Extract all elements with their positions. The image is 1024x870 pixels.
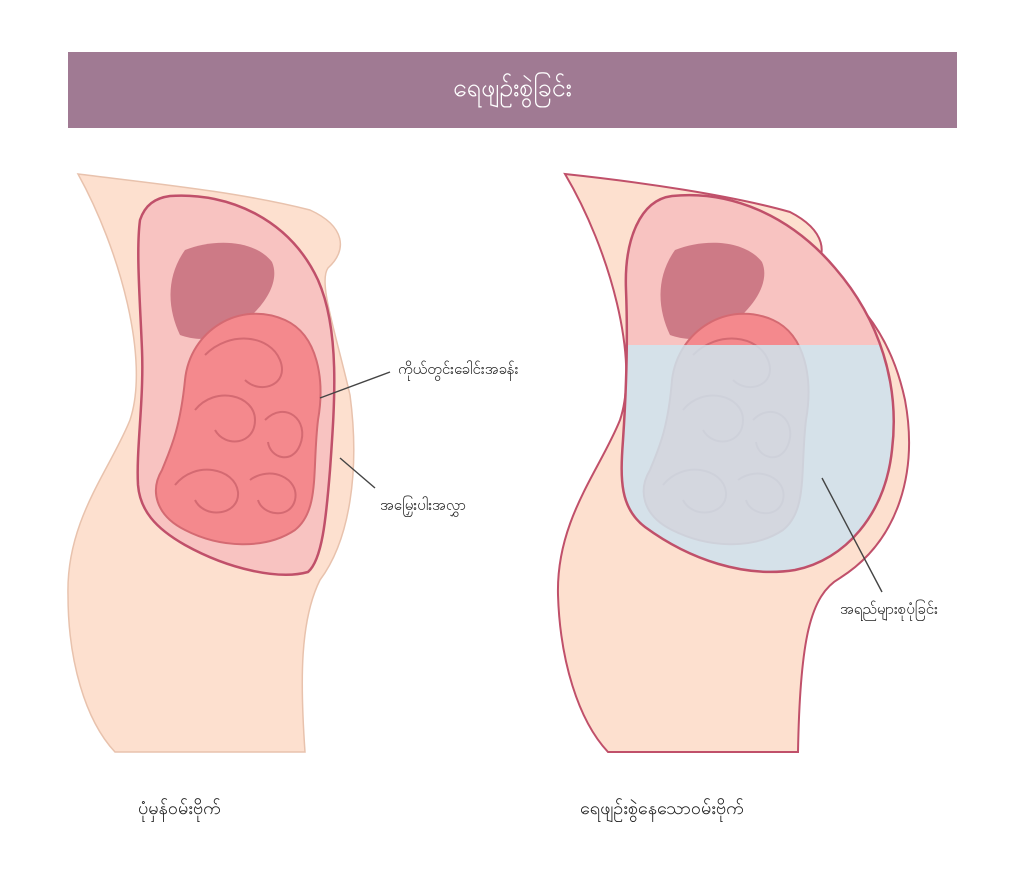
label-fluid-accumulation: အရည်များစုပုံခြင်း	[840, 600, 938, 618]
caption-ascites: ရေဖျဉ်းစွဲနေသောဝမ်းဗိုက်	[580, 798, 744, 819]
label-abdominal-wall: အမြှေးပါးအလွှာ	[380, 496, 467, 514]
normal-intestines	[155, 312, 322, 546]
ascites-cavity-outline	[620, 193, 895, 574]
title-banner: ရေဖျဉ်းစွဲခြင်း	[68, 52, 957, 128]
normal-label-leader-2	[339, 457, 376, 489]
fluid-accumulation	[621, 345, 894, 572]
ascites-abdomen-figure	[556, 172, 910, 753]
normal-abdomen-figure	[67, 173, 391, 753]
ascites-label-leader	[821, 477, 883, 593]
diagram-title: ရေဖျဉ်းစွဲခြင်း	[453, 72, 572, 102]
ascites-organs	[621, 242, 894, 572]
label-abdominal-cavity: ကိုယ်တွင်းခေါင်းအခန်း	[398, 360, 519, 378]
normal-label-leader-1	[319, 371, 391, 399]
caption-normal: ပုံမှန်ဝမ်းဗိုက်	[138, 798, 221, 819]
